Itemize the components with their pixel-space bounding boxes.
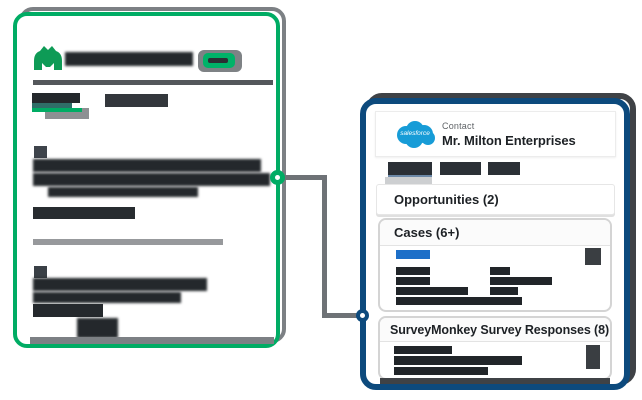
case-field-redacted — [396, 267, 430, 275]
salesforce-cloud-logo-icon: salesforce — [394, 119, 436, 151]
response-field-redacted — [394, 346, 452, 354]
cases-section-header[interactable]: Cases (6+) — [380, 220, 610, 246]
tab-1-label-redacted[interactable] — [32, 93, 80, 103]
opportunities-section-header[interactable]: Opportunities (2) — [376, 184, 615, 215]
case-field-redacted — [490, 287, 518, 295]
case-field-redacted — [396, 287, 468, 295]
active-tab-underline — [388, 175, 432, 177]
section-1-text-line-redacted — [33, 159, 261, 172]
connector-node-green-icon — [270, 170, 285, 185]
surveymonkey-window — [13, 12, 280, 348]
section-2-text-line-redacted — [33, 278, 207, 291]
response-field-redacted — [394, 356, 522, 365]
tab-2-label-redacted[interactable] — [440, 162, 481, 175]
survey-responses-label: SurveyMonkey Survey Responses (8) — [390, 322, 610, 337]
section-divider — [33, 239, 223, 245]
section-2-block-redacted — [77, 318, 118, 338]
connector-line-vertical — [322, 175, 327, 316]
active-tab-shadow — [385, 177, 432, 184]
active-tab-shadow — [45, 108, 89, 119]
connector-node-dot — [275, 175, 280, 180]
contact-name-title: Mr. Milton Enterprises — [442, 133, 576, 148]
header-divider — [33, 80, 273, 85]
survey-responses-list — [380, 342, 610, 378]
opportunities-label: Opportunities (2) — [394, 192, 499, 207]
connector-line-horizontal — [280, 175, 325, 180]
tab-3-label-redacted[interactable] — [488, 162, 520, 175]
cases-panel: Cases (6+) — [378, 218, 612, 312]
response-cell-redacted — [586, 345, 600, 369]
section-2-text-line-redacted — [33, 292, 181, 303]
section-2-bullet-icon — [34, 266, 47, 278]
active-tab-underline — [32, 108, 82, 112]
salesforce-logo-text: salesforce — [400, 130, 430, 137]
case-number-link-redacted[interactable] — [396, 250, 430, 259]
section-1-bullet-icon — [34, 146, 47, 158]
salesforce-window: salesforce Contact Mr. Milton Enterprise… — [360, 98, 630, 390]
tab-1-subtext-redacted — [32, 103, 72, 108]
window-shadow-edge — [30, 337, 274, 344]
cases-list — [380, 246, 610, 310]
case-cell-redacted — [585, 248, 601, 265]
response-field-redacted — [394, 367, 488, 375]
contact-header-panel: salesforce Contact Mr. Milton Enterprise… — [375, 111, 616, 157]
section-1-label-redacted — [33, 207, 135, 219]
surveymonkey-wordmark-redacted — [65, 52, 193, 66]
section-1-text-line-redacted — [48, 187, 198, 197]
window-shadow-edge — [380, 378, 610, 384]
case-field-redacted — [396, 297, 522, 305]
section-1-text-line-redacted — [33, 173, 270, 186]
connector-node-dot — [360, 313, 365, 318]
section-2-label-redacted — [33, 304, 103, 317]
case-field-redacted — [396, 277, 430, 285]
case-field-redacted — [490, 277, 552, 285]
tab-2-label-redacted[interactable] — [105, 94, 168, 107]
connector-node-blue-icon — [356, 309, 369, 322]
survey-responses-panel: SurveyMonkey Survey Responses (8) — [378, 316, 612, 380]
header-button-label-redacted — [208, 58, 228, 63]
tab-1-label-redacted[interactable] — [388, 162, 432, 175]
case-field-redacted — [490, 267, 510, 275]
cases-label: Cases (6+) — [394, 225, 460, 240]
surveymonkey-monkey-logo-icon — [34, 46, 62, 70]
survey-responses-section-header[interactable]: SurveyMonkey Survey Responses (8) — [380, 318, 610, 342]
connector-line-horizontal — [322, 313, 362, 318]
record-type-label: Contact — [442, 121, 475, 131]
